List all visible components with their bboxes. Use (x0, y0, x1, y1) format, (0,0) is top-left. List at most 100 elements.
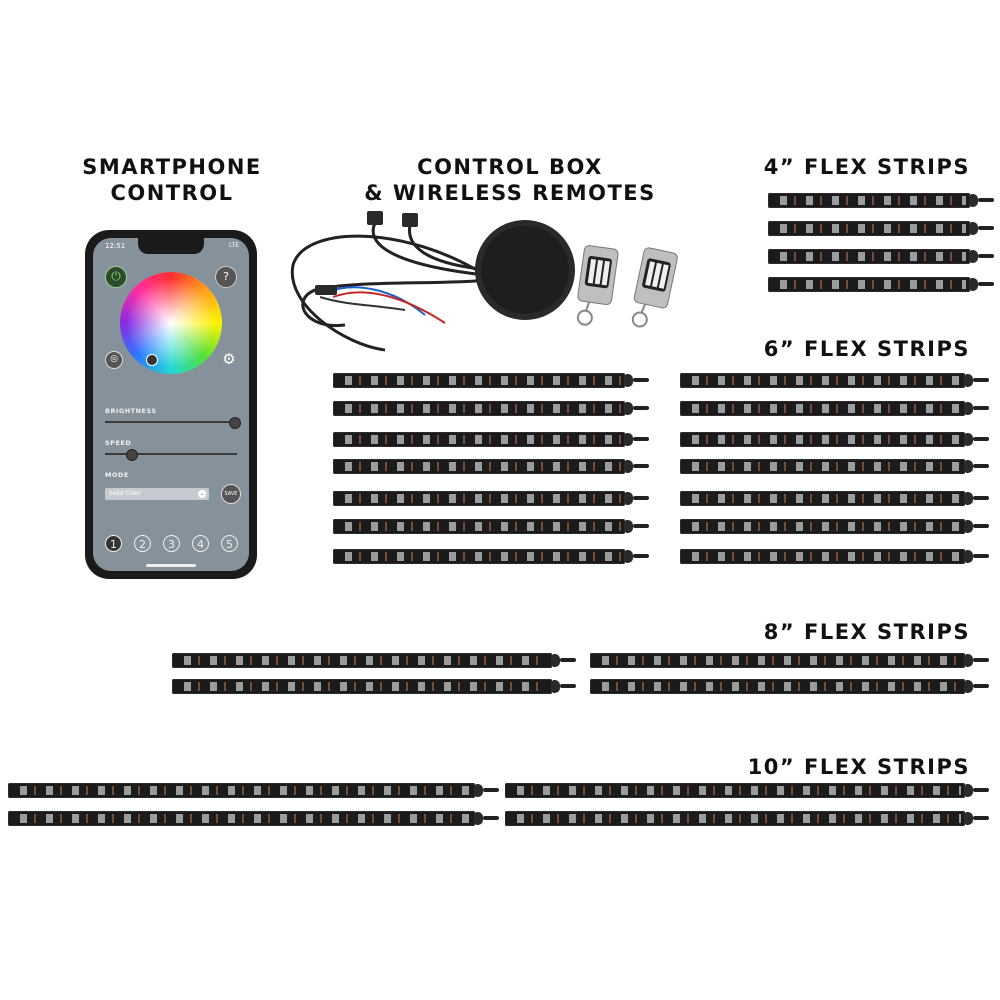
strip-wire (633, 378, 649, 382)
strip-connector (965, 433, 973, 446)
wireless-remote (631, 247, 678, 328)
strip-wire (978, 254, 994, 258)
strip-wire (483, 816, 499, 820)
strips-10-title: 10” FLEX STRIPS (747, 755, 970, 779)
chevron-down-icon: ⌄ (198, 490, 206, 498)
led-strip (333, 373, 625, 388)
strip-connector (965, 402, 973, 415)
strip-wire (973, 496, 989, 500)
led-strip (172, 653, 552, 668)
strip-connector (475, 784, 483, 797)
strip-wire (560, 684, 576, 688)
save-button[interactable]: SAVE (221, 484, 241, 504)
led-strip (172, 679, 552, 694)
strip-connector (970, 250, 978, 263)
led-strip (505, 783, 965, 798)
brightness-slider[interactable] (105, 421, 237, 423)
speed-slider[interactable] (105, 453, 237, 455)
phone-notch (138, 238, 204, 254)
connector (367, 211, 383, 225)
strip-connector (552, 654, 560, 667)
status-time: 12:51 (105, 242, 126, 250)
led-strip (680, 519, 965, 534)
color-wheel-marker[interactable] (146, 354, 158, 366)
led-strip (333, 401, 625, 416)
strip-connector (625, 433, 633, 446)
strip-connector (625, 374, 633, 387)
led-strip (680, 491, 965, 506)
strip-wire (978, 198, 994, 202)
strip-connector (965, 680, 973, 693)
strip-wire (973, 554, 989, 558)
strips-6-title: 6” FLEX STRIPS (763, 337, 970, 361)
connector (315, 285, 337, 295)
strip-connector (552, 680, 560, 693)
gear-icon[interactable]: ⚙ (222, 350, 236, 368)
strip-connector (475, 812, 483, 825)
strip-connector (965, 492, 973, 505)
preset-button-2[interactable]: 2 (134, 535, 151, 552)
led-strip (333, 549, 625, 564)
led-strip (768, 249, 970, 264)
strip-connector (965, 654, 973, 667)
preset-button-3[interactable]: 3 (163, 535, 180, 552)
strip-wire (633, 464, 649, 468)
mode-value: Solid Color (109, 490, 142, 497)
preset-button-1[interactable]: 1 (105, 535, 122, 552)
strips-4-title: 4” FLEX STRIPS (763, 155, 970, 179)
color-wheel[interactable] (120, 272, 222, 374)
strip-wire (973, 524, 989, 528)
led-strip (333, 519, 625, 534)
strip-connector (625, 460, 633, 473)
speed-slider-knob[interactable] (126, 449, 139, 461)
led-strip (590, 679, 965, 694)
strip-wire (633, 524, 649, 528)
led-strip (680, 459, 965, 474)
strip-wire (973, 816, 989, 820)
led-strip (680, 373, 965, 388)
led-strip (768, 221, 970, 236)
strip-wire (483, 788, 499, 792)
target-icon[interactable]: ◎ (105, 351, 123, 369)
smartphone-control-title: SMARTPHONE CONTROL (82, 155, 262, 205)
status-network: LTE (229, 242, 239, 249)
led-strip (680, 549, 965, 564)
led-strip (8, 811, 475, 826)
strips-8-title: 8” FLEX STRIPS (763, 620, 970, 644)
strip-connector (625, 520, 633, 533)
strip-wire (633, 437, 649, 441)
help-glyph: ? (223, 270, 229, 283)
mode-select[interactable]: Solid Color ⌄ (105, 488, 209, 500)
preset-button-5[interactable]: 5 (221, 535, 238, 552)
strip-connector (625, 492, 633, 505)
strip-connector (970, 194, 978, 207)
home-indicator (146, 564, 196, 567)
strip-connector (970, 222, 978, 235)
led-strip (680, 401, 965, 416)
strip-connector (965, 520, 973, 533)
led-strip (8, 783, 475, 798)
help-icon[interactable]: ? (215, 266, 237, 288)
led-strip (333, 459, 625, 474)
strip-connector (965, 812, 973, 825)
led-strip (333, 491, 625, 506)
control-box-illustration (290, 211, 678, 352)
brightness-slider-knob[interactable] (229, 417, 242, 429)
led-strip (590, 653, 965, 668)
strip-wire (560, 658, 576, 662)
strip-wire (973, 464, 989, 468)
power-icon[interactable]: ⏻ (105, 266, 127, 288)
strip-wire (973, 378, 989, 382)
led-strip (505, 811, 965, 826)
mode-label: MODE (105, 471, 129, 479)
led-strip (333, 432, 625, 447)
strip-connector (965, 460, 973, 473)
strip-wire (978, 282, 994, 286)
led-strip (768, 277, 970, 292)
strip-connector (625, 402, 633, 415)
wireless-remote (576, 245, 619, 326)
strip-wire (633, 554, 649, 558)
strip-connector (625, 550, 633, 563)
preset-button-4[interactable]: 4 (192, 535, 209, 552)
strip-connector (965, 550, 973, 563)
